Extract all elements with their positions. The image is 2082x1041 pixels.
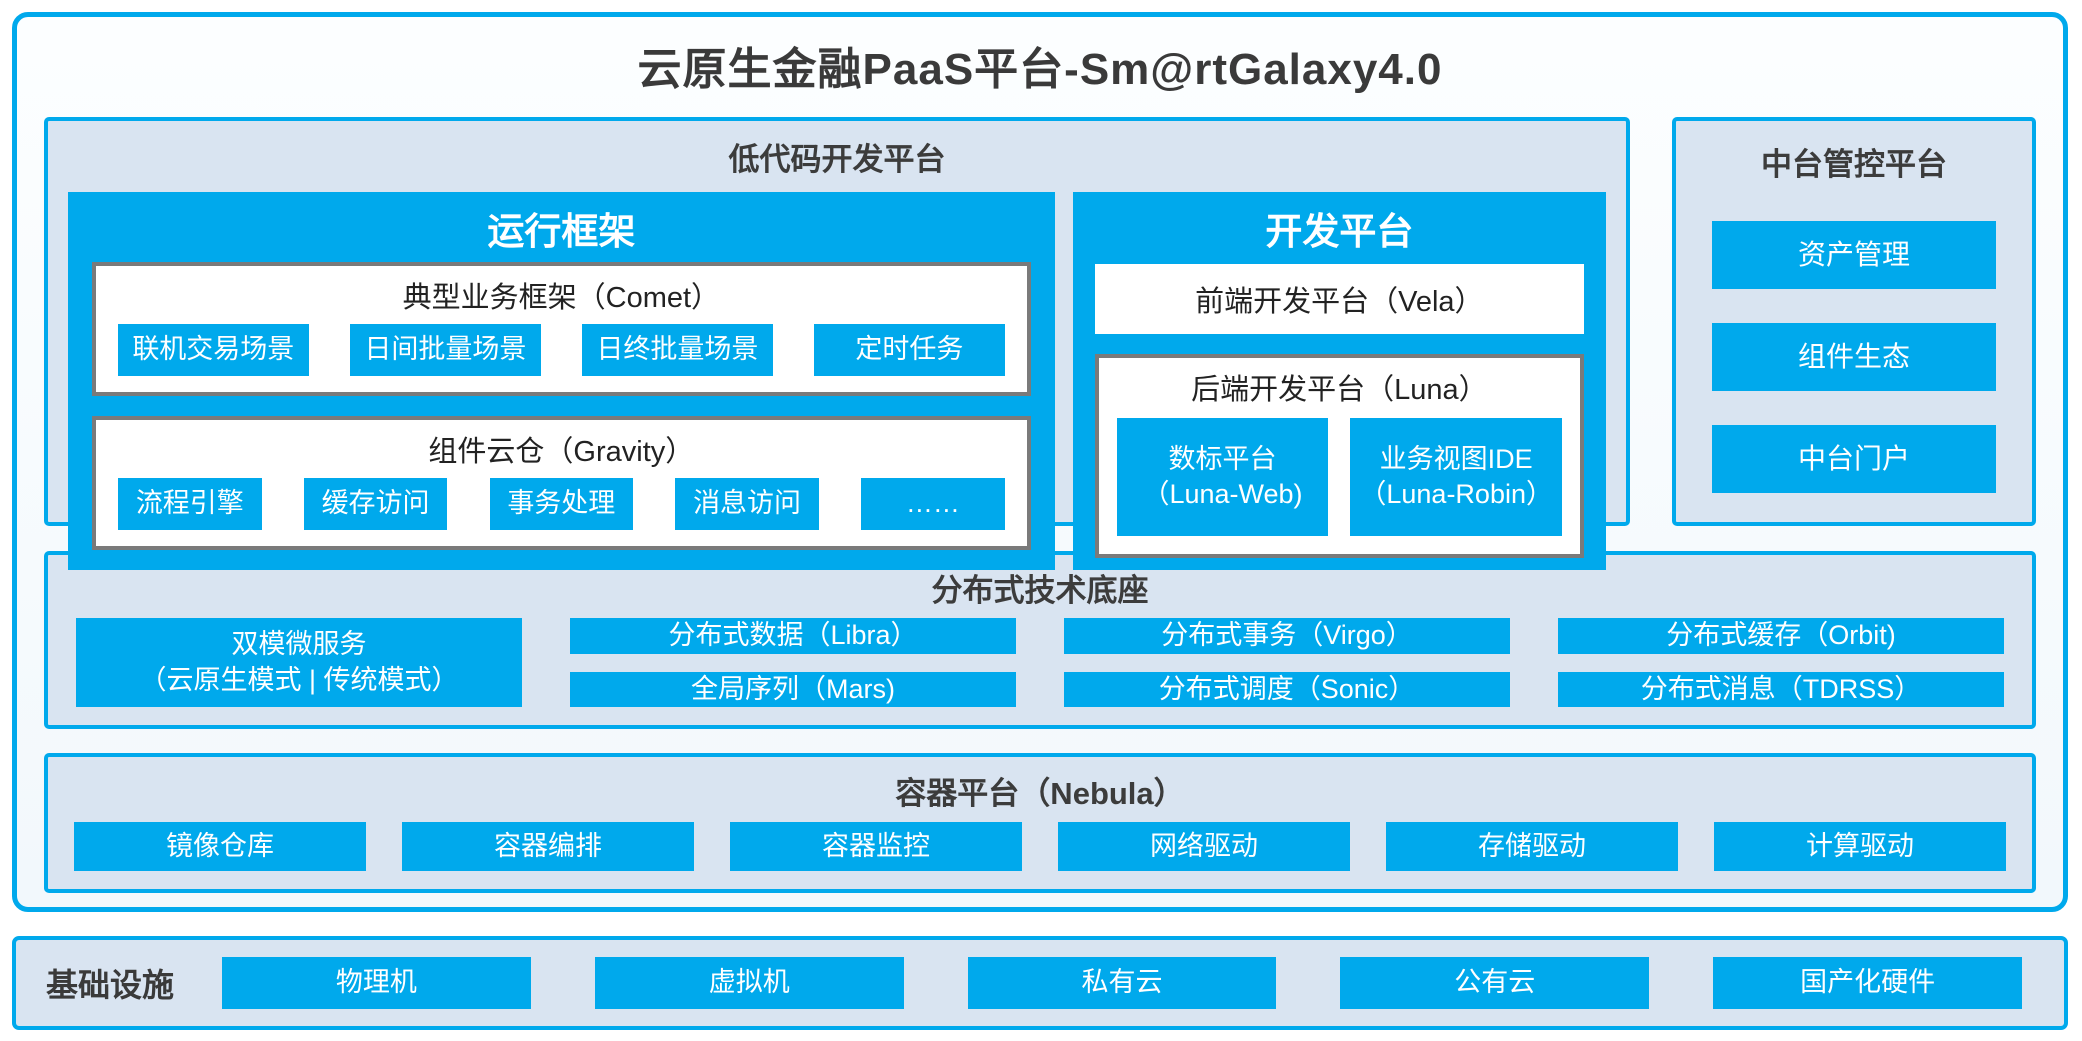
distributed-base-panel: 分布式技术底座 双模微服务 （云原生模式 | 传统模式） 分布式数据（Libra… [44,551,2036,729]
luna-backend-box: 后端开发平台（Luna） 数标平台 （Luna-Web) 业务视图IDE （Lu… [1094,354,1584,558]
comet-item-scheduled-task: 定时任务 [814,324,1005,376]
architecture-diagram-frame: 云原生金融PaaS平台-Sm@rtGalaxy4.0 低代码开发平台 运行框架 … [12,12,2068,912]
gravity-item-process-engine: 流程引擎 [118,478,262,530]
comet-item-online-trading: 联机交易场景 [118,324,309,376]
container-item-storage-driver: 存储驱动 [1386,822,1678,871]
dual-mode-microservice-block: 双模微服务 （云原生模式 | 传统模式） [76,618,522,707]
container-platform-panel: 容器平台（Nebula） 镜像仓库 容器编排 容器监控 网络驱动 存储驱动 计算… [44,753,2036,893]
mid-platform-items: 资产管理 组件生态 中台门户 [1676,221,2032,493]
gravity-item-message-access: 消息访问 [675,478,819,530]
mid-platform-title: 中台管控平台 [1761,147,1947,182]
dist-item-mars: 全局序列（Mars) [570,671,1016,707]
dist-item-sonic: 分布式调度（Sonic） [1064,671,1510,707]
infra-item-domestic-hardware: 国产化硬件 [1713,957,2022,1009]
infra-item-private-cloud: 私有云 [967,957,1277,1009]
distributed-column-1: 分布式数据（Libra） 全局序列（Mars) [570,618,1016,707]
infrastructure-title: 基础设施 [46,967,175,1003]
mid-item-portal: 中台门户 [1712,425,1996,493]
gravity-warehouse-title: 组件云仓（Gravity） [428,436,695,468]
luna-web-item: 数标平台 （Luna-Web) [1116,418,1329,536]
comet-item-intraday-batch: 日间批量场景 [350,324,541,376]
comet-items-row: 联机交易场景 日间批量场景 日终批量场景 定时任务 [96,322,1027,392]
gravity-items-row: 流程引擎 缓存访问 事务处理 消息访问 …… [96,476,1027,546]
distributed-base-title: 分布式技术底座 [931,573,1149,608]
container-item-orchestration: 容器编排 [402,822,694,871]
comet-framework-title: 典型业务框架（Comet） [402,282,721,314]
container-item-image-registry: 镜像仓库 [74,822,366,871]
mid-item-component-ecosystem: 组件生态 [1712,323,1996,391]
distributed-column-3: 分布式缓存（Orbit) 分布式消息（TDRSS） [1558,618,2004,707]
comet-item-eod-batch: 日终批量场景 [582,324,773,376]
container-item-network-driver: 网络驱动 [1058,822,1350,871]
lowcode-platform-title: 低代码开发平台 [728,142,946,177]
dist-item-libra: 分布式数据（Libra） [570,618,1016,654]
container-item-compute-driver: 计算驱动 [1714,822,2006,871]
top-row: 低代码开发平台 运行框架 典型业务框架（Comet） 联机交易场景 日间批量场景… [44,117,2036,570]
gravity-warehouse-box: 组件云仓（Gravity） 流程引擎 缓存访问 事务处理 消息访问 …… [92,416,1031,550]
dist-item-orbit: 分布式缓存（Orbit) [1558,618,2004,654]
dev-platform-panel: 开发平台 前端开发平台（Vela） 后端开发平台（Luna） 数标平台 （Lun… [1072,192,1606,570]
dual-mode-line2: （云原生模式 | 传统模式） [139,664,459,695]
dev-platform-title: 开发平台 [1265,211,1414,252]
comet-framework-box: 典型业务框架（Comet） 联机交易场景 日间批量场景 日终批量场景 定时任务 [92,262,1031,396]
luna-robin-line2: （Luna-Robin） [1359,479,1553,509]
dist-item-virgo: 分布式事务（Virgo） [1064,618,1510,654]
gravity-item-transaction: 事务处理 [489,478,634,530]
luna-web-line1: 数标平台 [1168,443,1277,474]
luna-web-line2: （Luna-Web) [1142,479,1303,509]
infrastructure-items: 物理机 虚拟机 私有云 公有云 国产化硬件 [222,957,2022,1009]
mid-platform-control-panel: 中台管控平台 资产管理 组件生态 中台门户 [1672,117,2036,526]
luna-robin-line1: 业务视图IDE [1379,443,1533,474]
infra-item-physical-machine: 物理机 [222,957,531,1009]
gravity-item-ellipsis: …… [861,478,1005,530]
luna-backend-title: 后端开发平台（Luna） [1191,374,1488,406]
container-item-monitoring: 容器监控 [730,822,1022,871]
container-platform-title: 容器平台（Nebula） [895,776,1185,811]
infra-item-public-cloud: 公有云 [1340,957,1650,1009]
dist-item-tdrss: 分布式消息（TDRSS） [1558,671,2004,707]
container-platform-items: 镜像仓库 容器编排 容器监控 网络驱动 存储驱动 计算驱动 [48,820,2032,889]
infrastructure-panel: 基础设施 物理机 虚拟机 私有云 公有云 国产化硬件 [12,936,2068,1030]
mid-item-asset-management: 资产管理 [1712,221,1996,289]
runtime-framework-panel: 运行框架 典型业务框架（Comet） 联机交易场景 日间批量场景 日终批量场景 … [68,192,1055,570]
vela-frontend-box: 前端开发平台（Vela） [1094,264,1584,334]
page-title: 云原生金融PaaS平台-Sm@rtGalaxy4.0 [637,45,1443,94]
lowcode-platform-body: 运行框架 典型业务框架（Comet） 联机交易场景 日间批量场景 日终批量场景 … [68,192,1606,570]
distributed-column-2: 分布式事务（Virgo） 分布式调度（Sonic） [1064,618,1510,707]
distributed-base-body: 双模微服务 （云原生模式 | 传统模式） 分布式数据（Libra） 全局序列（M… [48,616,2032,725]
infra-item-virtual-machine: 虚拟机 [594,957,904,1009]
luna-robin-item: 业务视图IDE （Luna-Robin） [1350,418,1563,536]
luna-items-row: 数标平台 （Luna-Web) 业务视图IDE （Luna-Robin） [1099,414,1580,554]
lowcode-platform-panel: 低代码开发平台 运行框架 典型业务框架（Comet） 联机交易场景 日间批量场景… [44,117,1630,570]
runtime-framework-title: 运行框架 [487,211,636,252]
dual-mode-line1: 双模微服务 [231,629,367,660]
gravity-item-cache-access: 缓存访问 [303,478,448,530]
